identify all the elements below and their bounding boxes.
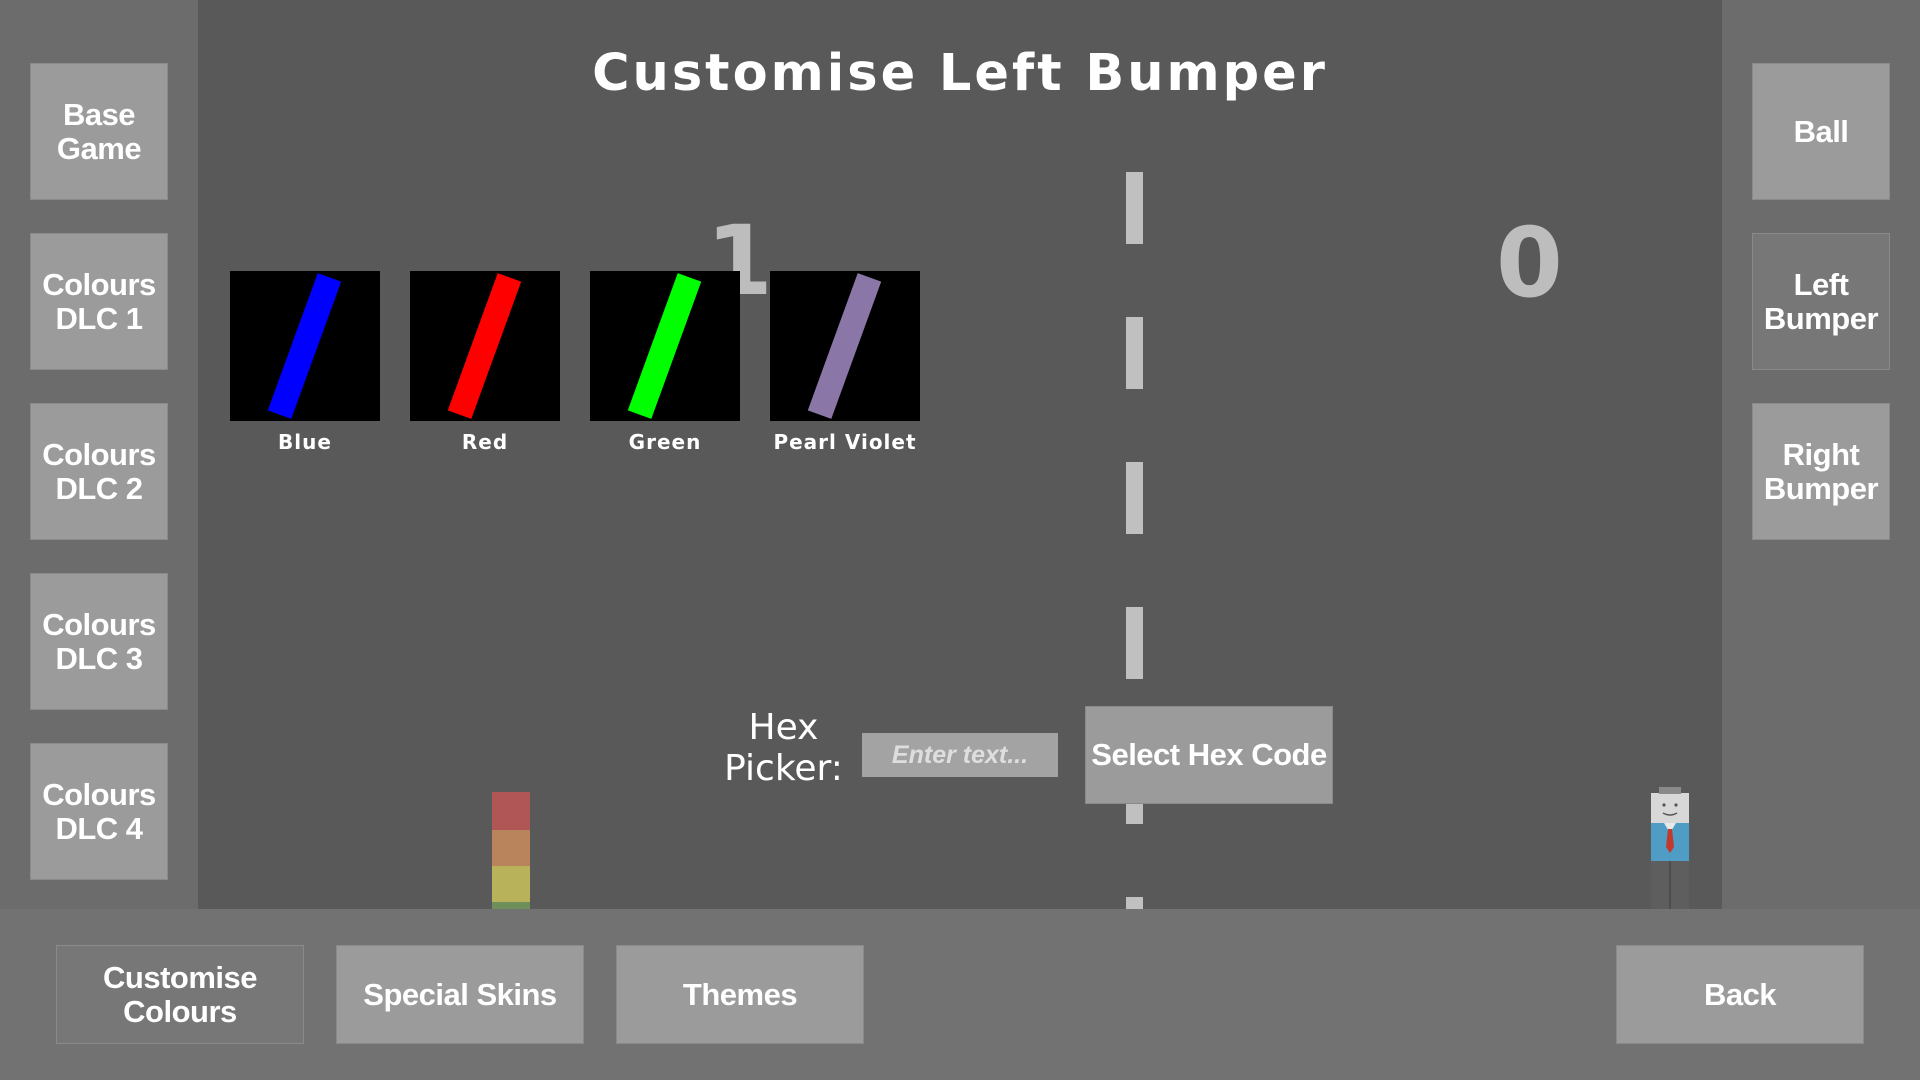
bumper-stripe-icon (447, 273, 522, 419)
themes-tab[interactable]: Themes (616, 945, 864, 1044)
swatch-green[interactable] (590, 271, 740, 421)
swatch-blue[interactable] (230, 271, 380, 421)
right-bumper-button[interactable]: Right Bumper (1752, 403, 1890, 540)
page-title: Customise Left Bumper (592, 44, 1328, 103)
hex-code-input[interactable] (862, 733, 1058, 777)
hex-picker-label: Hex Picker: (724, 707, 843, 789)
right-bumper-character-preview (1651, 787, 1689, 909)
ball-button[interactable]: Ball (1752, 63, 1890, 200)
swatch-pearl-violet[interactable] (770, 271, 920, 421)
bumper-stripe-icon (627, 273, 702, 419)
bumper-stripe-icon (807, 273, 882, 419)
bumper-stripe-icon (267, 273, 342, 419)
colours-dlc-1-button[interactable]: Colours DLC 1 (30, 233, 168, 370)
select-hex-code-button[interactable]: Select Hex Code (1085, 706, 1333, 804)
special-skins-tab[interactable]: Special Skins (336, 945, 584, 1044)
center-line-dash (1126, 897, 1143, 909)
base-game-button[interactable]: Base Game (30, 63, 168, 200)
center-line-dash (1126, 607, 1143, 679)
left-bumper-preview (492, 902, 530, 909)
left-bumper-preview (492, 830, 530, 866)
swatch-red[interactable] (410, 271, 560, 421)
customise-colours-tab[interactable]: Customise Colours (56, 945, 304, 1044)
colours-dlc-2-button[interactable]: Colours DLC 2 (30, 403, 168, 540)
left-bumper-preview (492, 866, 530, 902)
left-bumper-preview (492, 792, 530, 830)
colours-dlc-4-button[interactable]: Colours DLC 4 (30, 743, 168, 880)
center-line-dash (1126, 462, 1143, 534)
left-bumper-button[interactable]: Left Bumper (1752, 233, 1890, 370)
colours-dlc-3-button[interactable]: Colours DLC 3 (30, 573, 168, 710)
swatch-label: Pearl Violet (773, 430, 917, 454)
center-line-dash (1126, 317, 1143, 389)
right-score: 0 (1496, 207, 1563, 319)
swatch-label: Green (628, 430, 702, 454)
back-button[interactable]: Back (1616, 945, 1864, 1044)
swatch-label: Red (461, 430, 509, 454)
swatch-label: Blue (278, 430, 332, 454)
center-line-dash (1126, 172, 1143, 244)
bottom-menu-bar (0, 909, 1920, 1080)
